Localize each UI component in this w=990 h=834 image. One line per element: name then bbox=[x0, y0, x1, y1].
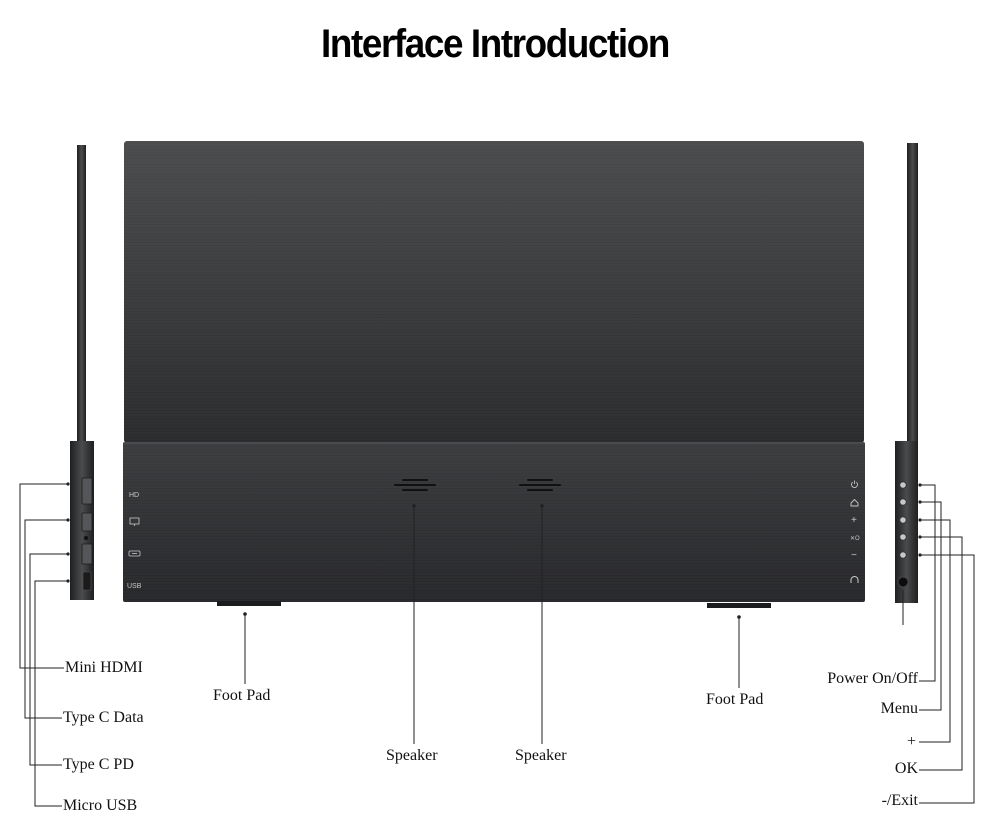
headphone-jack bbox=[897, 576, 909, 588]
type-c-data-port bbox=[81, 512, 93, 532]
label-speaker-left: Speaker bbox=[386, 747, 438, 764]
home-icon bbox=[850, 498, 859, 507]
power-button bbox=[899, 481, 907, 489]
usb-marking: USB bbox=[127, 583, 142, 590]
ok-marking: ✕O bbox=[850, 536, 860, 542]
monitor-icon bbox=[129, 517, 140, 526]
mini-hdmi-port bbox=[81, 477, 93, 505]
label-micro-usb: Micro USB bbox=[63, 797, 138, 814]
minus-marking: − bbox=[851, 550, 857, 561]
right-button-leader-lines bbox=[918, 483, 975, 804]
foot-pad-left-shape bbox=[217, 601, 281, 606]
label-plus: + bbox=[906, 733, 916, 750]
foot-pad-right-shape bbox=[707, 603, 771, 608]
plus-marking: + bbox=[851, 515, 857, 526]
speaker-right-grille bbox=[519, 479, 561, 491]
speaker-left-grille bbox=[394, 479, 436, 491]
label-foot-pad-right: Foot Pad bbox=[706, 691, 764, 708]
label-menu: Menu bbox=[880, 700, 918, 717]
exit-button bbox=[899, 551, 907, 559]
monitor-back bbox=[123, 141, 865, 602]
ok-button bbox=[899, 533, 907, 541]
left-side-profile bbox=[70, 145, 94, 600]
left-port-leader-lines bbox=[19, 482, 70, 807]
label-ok: OK bbox=[894, 760, 918, 777]
feature-leader-lines bbox=[243, 504, 904, 744]
type-c-pd-port bbox=[81, 543, 93, 565]
label-speaker-right: Speaker bbox=[515, 747, 567, 764]
right-side-profile bbox=[895, 143, 918, 603]
headphone-icon bbox=[850, 576, 859, 583]
label-type-c-pd: Type C PD bbox=[63, 756, 134, 773]
page-title: Interface Introduction bbox=[321, 22, 670, 66]
micro-usb-port bbox=[82, 571, 92, 591]
battery-icon bbox=[128, 550, 141, 557]
label-exit: -/Exit bbox=[881, 792, 918, 809]
label-power-on-off: Power On/Off bbox=[827, 670, 918, 687]
label-foot-pad-left: Foot Pad bbox=[213, 687, 271, 704]
hd-marking: HD bbox=[129, 492, 139, 499]
menu-button bbox=[899, 498, 907, 506]
label-type-c-data: Type C Data bbox=[63, 709, 144, 726]
plus-button bbox=[899, 516, 907, 524]
label-mini-hdmi: Mini HDMI bbox=[65, 659, 143, 676]
power-icon bbox=[851, 480, 858, 488]
